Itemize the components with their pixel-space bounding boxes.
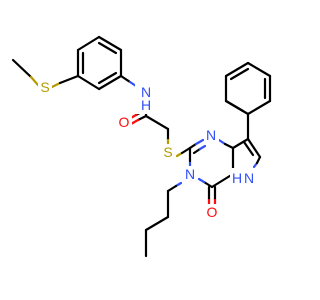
bond (246, 61, 272, 78)
atom-label-n-pyrimidine-1: N (206, 127, 216, 143)
bond (76, 74, 101, 91)
atom-label-nh-pyrrole: N (244, 170, 254, 186)
bond (144, 114, 170, 131)
bond (11, 58, 33, 79)
bond (97, 35, 123, 52)
bond (194, 138, 205, 146)
bond (255, 155, 262, 165)
bond (76, 35, 101, 52)
atom-background (230, 168, 258, 188)
bond (217, 138, 227, 146)
bond (202, 180, 214, 189)
bond (198, 144, 207, 151)
atom-background (204, 127, 219, 143)
atom-label-n-amide: N (141, 84, 151, 100)
bond (224, 61, 250, 78)
atom-label-s-methylthio: S (40, 79, 49, 95)
atom-background (117, 114, 132, 130)
bond (188, 142, 198, 150)
bond (231, 137, 250, 150)
atom-label-nh-pyrrole-h: H (232, 170, 242, 186)
atom-background (161, 144, 176, 160)
bond (129, 118, 140, 126)
bond (180, 146, 192, 155)
atom-background (205, 204, 220, 220)
bond (242, 140, 255, 157)
bond (97, 74, 123, 91)
bond (58, 74, 80, 85)
bond (210, 172, 235, 189)
atom-background (182, 166, 197, 182)
atom-background (135, 84, 157, 114)
bond (224, 99, 245, 113)
bond (223, 142, 235, 150)
bond (136, 114, 148, 122)
bond (97, 41, 118, 55)
bond (119, 74, 132, 84)
bond (50, 81, 62, 89)
bond (97, 71, 118, 85)
molecule-structure: S N H O S N N O H N (11, 35, 272, 258)
bond (29, 75, 40, 87)
atom-background (38, 79, 52, 95)
bond (144, 215, 170, 232)
atom-label-n-amide-h: H (141, 97, 151, 113)
bond (246, 99, 272, 116)
bond (197, 177, 206, 184)
atom-label-n-pyrimidine-3: N (185, 166, 195, 182)
bond (229, 67, 250, 81)
bond (166, 184, 178, 193)
bond (192, 147, 202, 155)
atom-label-s-thioether: S (163, 144, 172, 160)
atom-label-o-lactam: O (207, 204, 218, 220)
bond (246, 137, 262, 159)
atom-label-o-amide: O (119, 114, 130, 130)
